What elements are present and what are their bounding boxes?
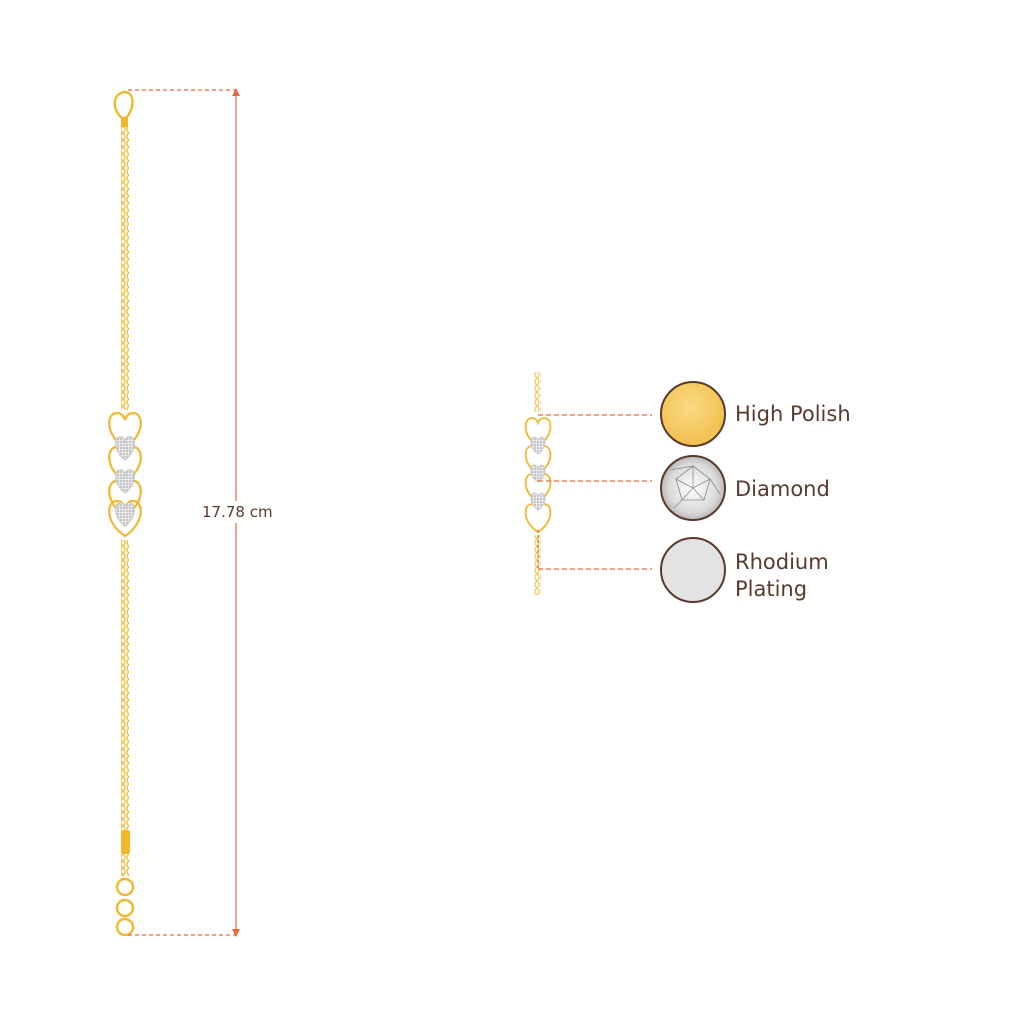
material-label-rhodium-plating: Rhodium Plating (735, 550, 829, 601)
bracelet-full-view (108, 90, 142, 937)
material-label-high-polish: High Polish (735, 402, 851, 426)
material-swatches (660, 381, 726, 603)
heart-cluster (108, 411, 142, 538)
chain-lower (121, 540, 129, 830)
diamond-swatch (660, 455, 726, 521)
rhodium-swatch (660, 537, 726, 603)
gold-swatch (660, 381, 726, 447)
arrow-down-icon (232, 929, 240, 937)
chain-upper (121, 127, 129, 410)
length-label: 17.78 cm (198, 501, 277, 523)
extension-rings (115, 877, 135, 937)
leader-lines (537, 414, 652, 570)
material-label-diamond: Diamond (735, 477, 830, 501)
arrow-up-icon (232, 88, 240, 96)
brand-tag (121, 830, 130, 854)
lobster-clasp (113, 90, 134, 127)
